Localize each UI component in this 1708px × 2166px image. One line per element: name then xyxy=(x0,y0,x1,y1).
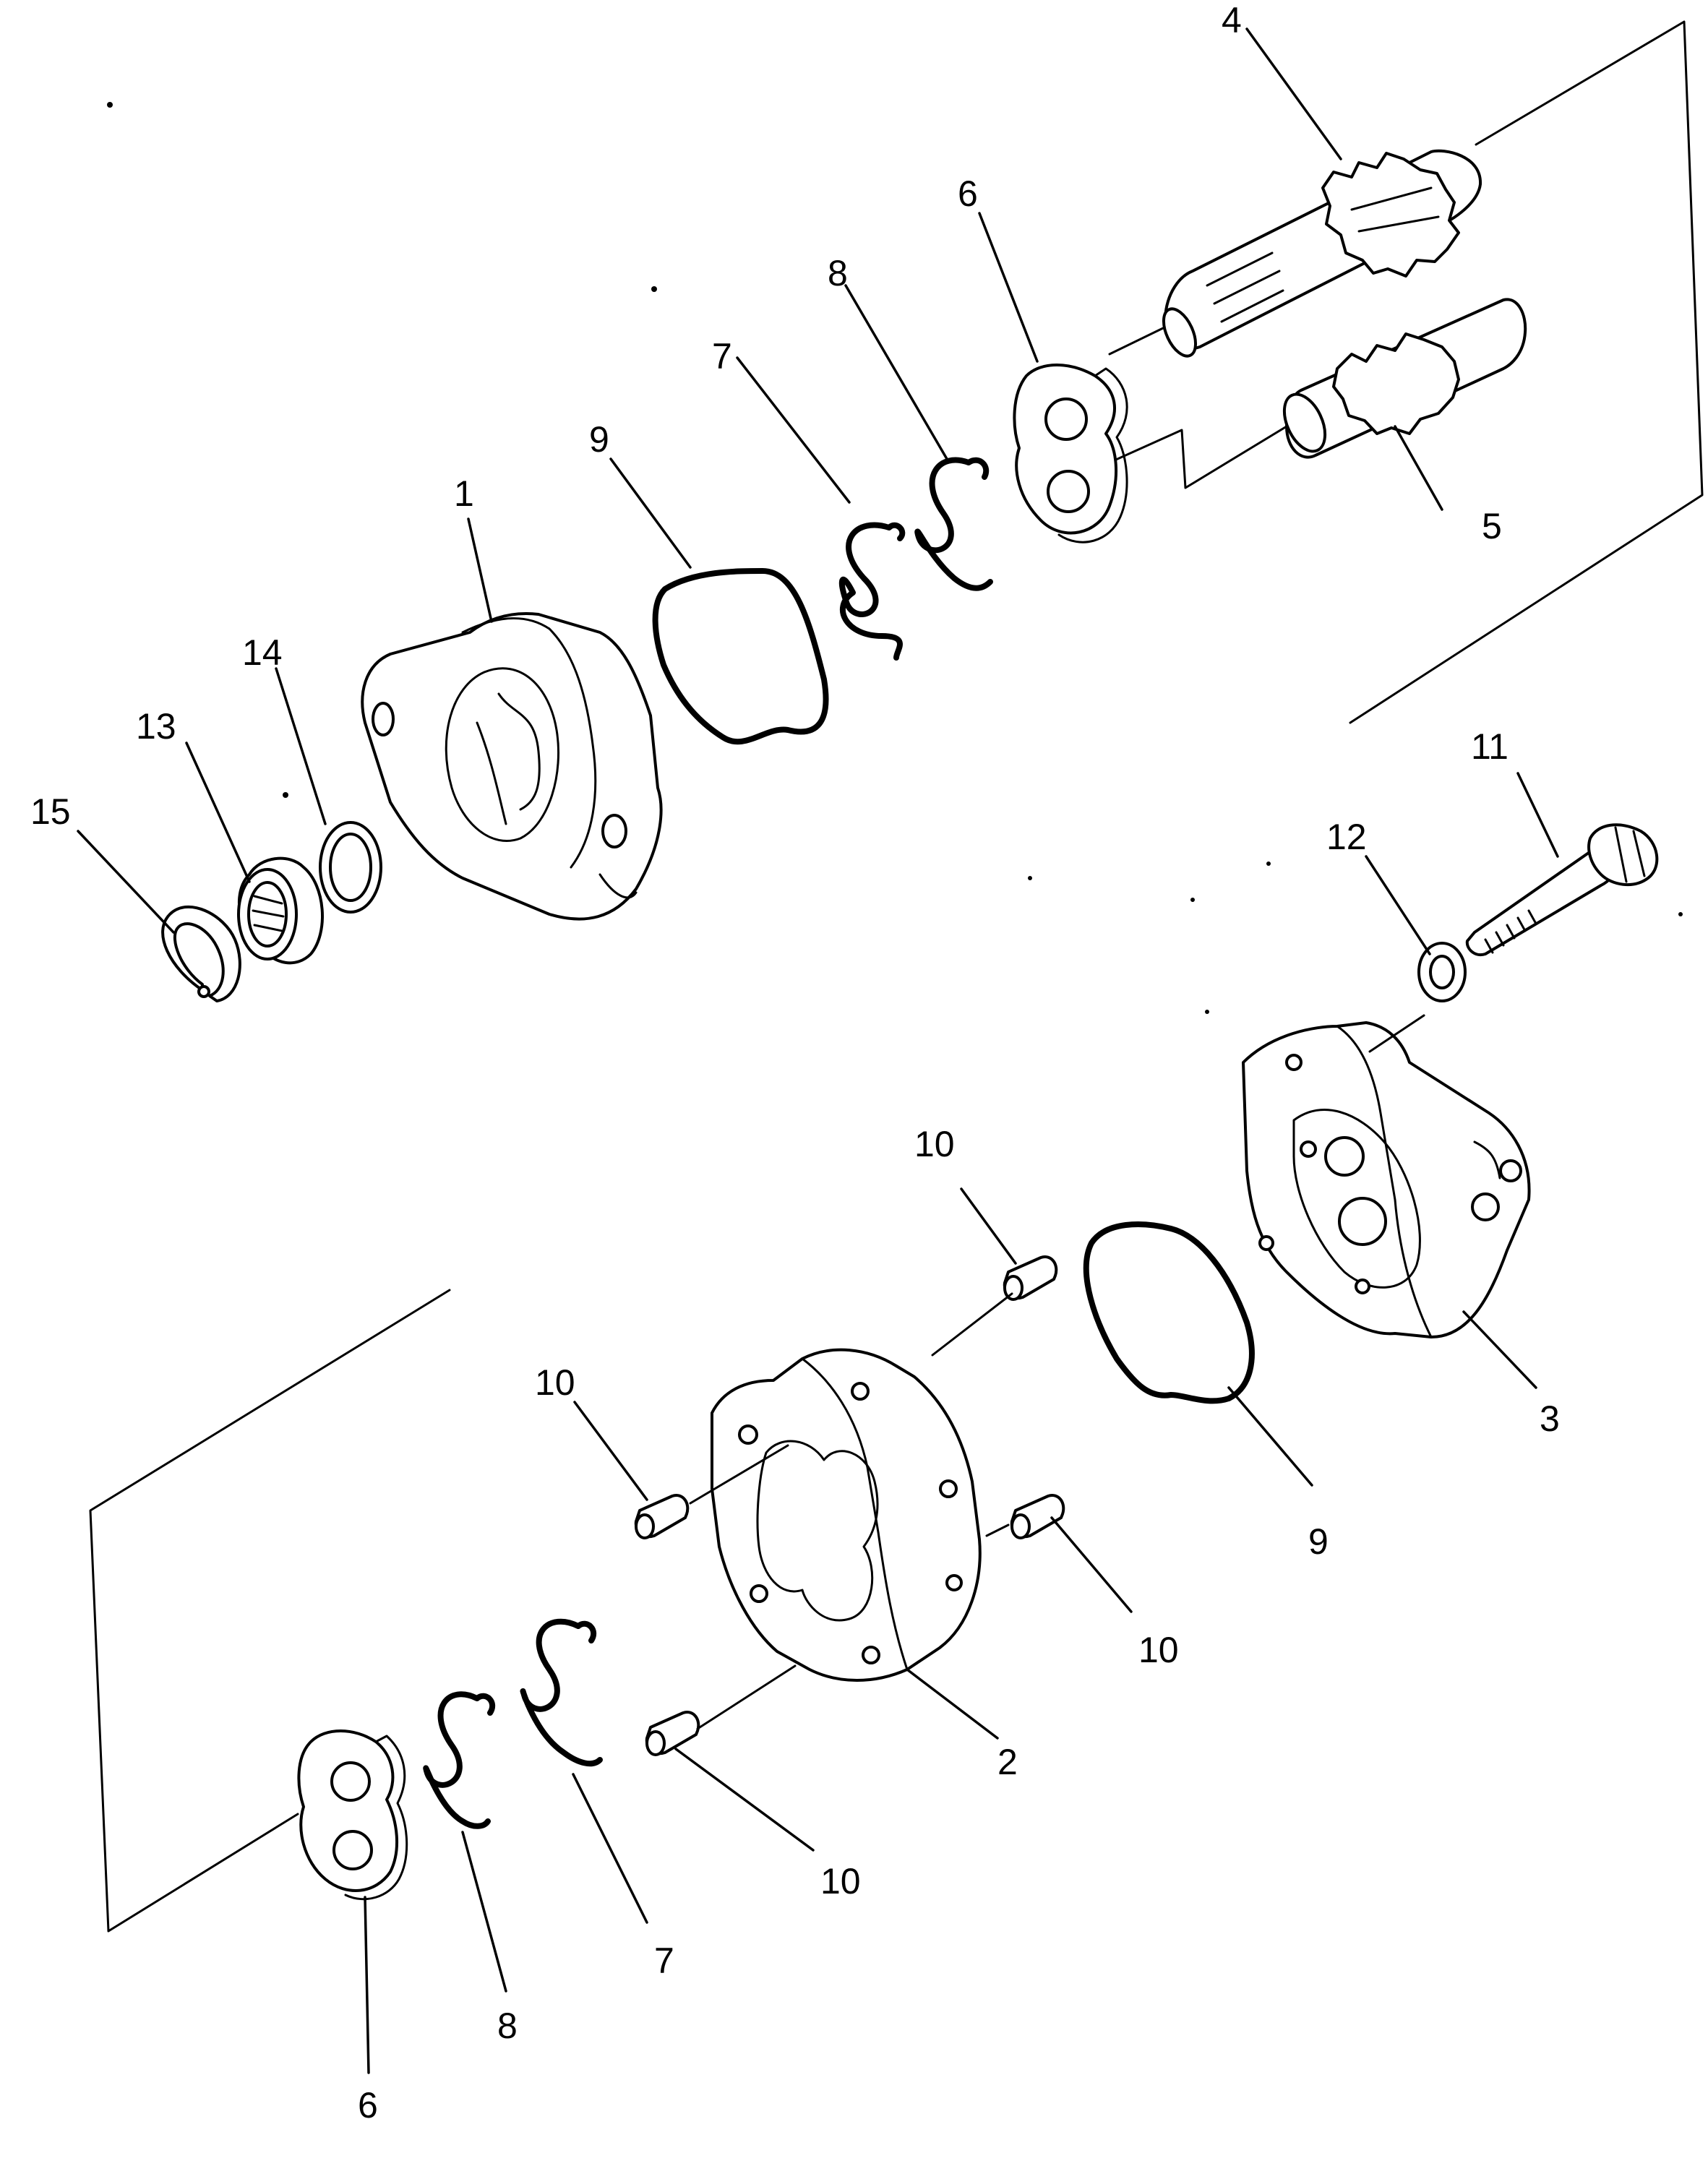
callout-3: 3 xyxy=(1540,1398,1560,1439)
rear-cover xyxy=(1242,1021,1531,1338)
dowel-pin-10-left xyxy=(634,1494,690,1539)
leader-lines xyxy=(77,27,1559,2074)
callout-7-top: 7 xyxy=(712,336,732,377)
callout-8-bottom: 8 xyxy=(497,2006,518,2046)
dowel-pin-10-bottom xyxy=(645,1711,700,1756)
callout-13: 13 xyxy=(136,706,176,747)
backup-seal-7-top xyxy=(838,522,906,661)
o-ring-9-top xyxy=(652,568,829,745)
callout-6-top: 6 xyxy=(958,173,978,214)
seal-8-bottom xyxy=(423,1691,496,1829)
callout-9-top: 9 xyxy=(589,419,609,460)
washer-12 xyxy=(1417,942,1467,1002)
callout-8-top: 8 xyxy=(828,253,848,293)
callout-15: 15 xyxy=(30,791,71,832)
callout-12: 12 xyxy=(1326,817,1367,857)
bushing-plate-bottom xyxy=(297,1729,408,1901)
assembly-frame-bottom xyxy=(89,1289,451,1933)
assembly-lines xyxy=(689,1014,1425,1730)
dowel-pin-10-right xyxy=(1010,1494,1065,1539)
callout-14: 14 xyxy=(242,632,283,673)
driven-gear xyxy=(1282,298,1527,459)
callout-5: 5 xyxy=(1482,506,1502,546)
callout-1: 1 xyxy=(454,473,474,514)
backup-seal-7-bottom xyxy=(520,1618,603,1767)
seal-8-top xyxy=(914,457,993,591)
callout-labels: 1 2 3 4 5 6 6 7 7 8 8 9 9 10 10 10 10 11… xyxy=(30,0,1560,2126)
washer-14 xyxy=(319,821,382,914)
callout-10-left: 10 xyxy=(535,1362,575,1403)
bolt-11 xyxy=(1465,823,1659,957)
callout-6-bottom: 6 xyxy=(358,2085,378,2126)
o-ring-9-bottom xyxy=(1083,1221,1255,1404)
scan-specks xyxy=(107,102,1683,1014)
callout-9-bottom: 9 xyxy=(1308,1521,1329,1562)
bushing-plate-top xyxy=(1013,364,1128,543)
callout-7-bottom: 7 xyxy=(654,1941,674,1981)
gear-body xyxy=(711,1348,982,1682)
dowel-pin-10-top xyxy=(1003,1255,1058,1301)
callout-10-right: 10 xyxy=(1138,1630,1179,1670)
needle-bearing-13 xyxy=(237,856,324,965)
snap-ring-15 xyxy=(161,906,241,1002)
callout-10-bottom: 10 xyxy=(820,1861,861,1901)
callout-10-top: 10 xyxy=(914,1124,955,1164)
callout-2: 2 xyxy=(997,1742,1018,1782)
front-housing xyxy=(361,612,663,921)
drive-gear-shaft xyxy=(1162,149,1482,358)
callout-11: 11 xyxy=(1471,726,1509,767)
callout-4: 4 xyxy=(1222,0,1242,40)
